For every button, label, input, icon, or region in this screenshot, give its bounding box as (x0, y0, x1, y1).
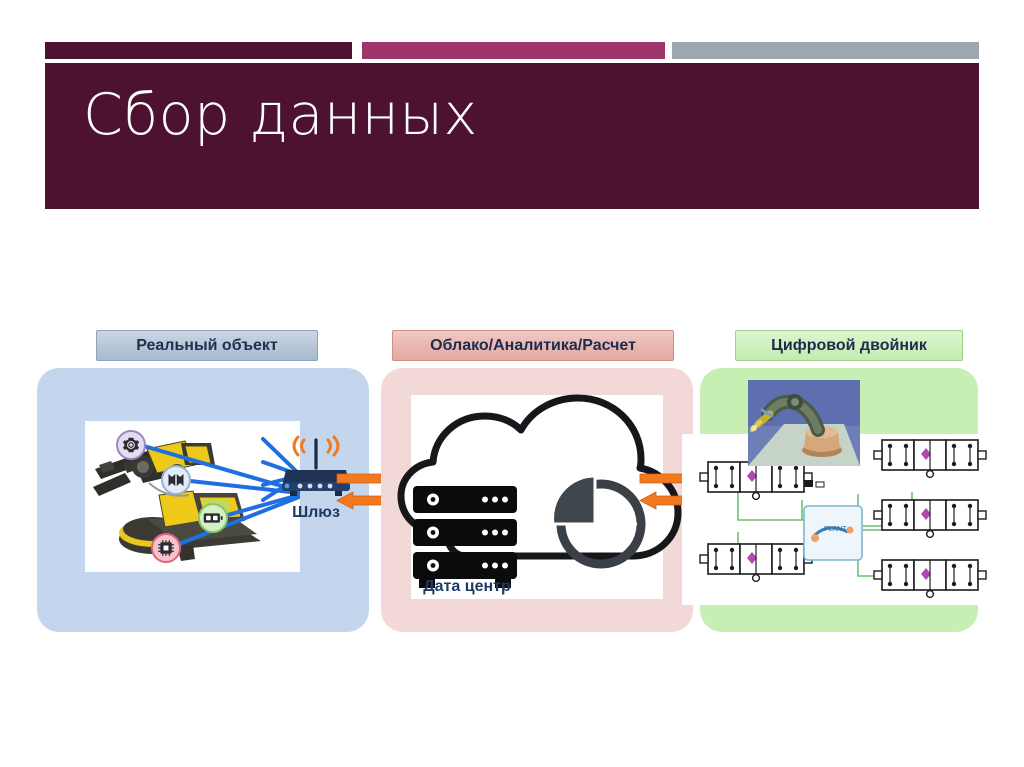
section-header-digital-twin: Цифровой двойник (735, 330, 963, 361)
battery-glyph (203, 513, 223, 523)
panel-real-object (37, 368, 369, 632)
gear-icon (116, 430, 146, 460)
section-header-cloud-analytics: Облако/Аналитика/Расчет (392, 330, 674, 361)
panel-digital-twin: PLANT (682, 368, 997, 632)
cloud-icon (397, 394, 682, 560)
robot-arm-render-icon (748, 380, 860, 466)
datacenter-label: Дата центр (423, 578, 511, 595)
router-icon (282, 435, 350, 496)
signal-icon (161, 465, 191, 495)
gateway-label: Шлюз (292, 504, 340, 521)
header-accent-row (45, 42, 979, 59)
accent-segment-2 (362, 42, 665, 59)
signal-glyph (168, 474, 184, 486)
svg-text:PLANT: PLANT (824, 526, 847, 533)
page-title: Сбор данных (83, 82, 478, 148)
battery-icon (198, 503, 228, 533)
robot-photo (85, 421, 300, 572)
gear-glyph (122, 437, 140, 453)
server-rack-icon (413, 486, 517, 588)
section-header-real-object: Реальный объект (96, 330, 318, 361)
title-band: Сбор данных (45, 63, 979, 209)
gateway-group: Шлюз (274, 434, 358, 534)
real-object-image-frame (85, 421, 300, 572)
chip-icon (151, 533, 181, 563)
accent-segment-1 (45, 42, 352, 59)
accent-segment-3 (672, 42, 979, 59)
pie-chart-icon (551, 474, 646, 569)
block-diagram-icon: PLANT (699, 439, 987, 599)
chip-glyph (158, 540, 174, 556)
